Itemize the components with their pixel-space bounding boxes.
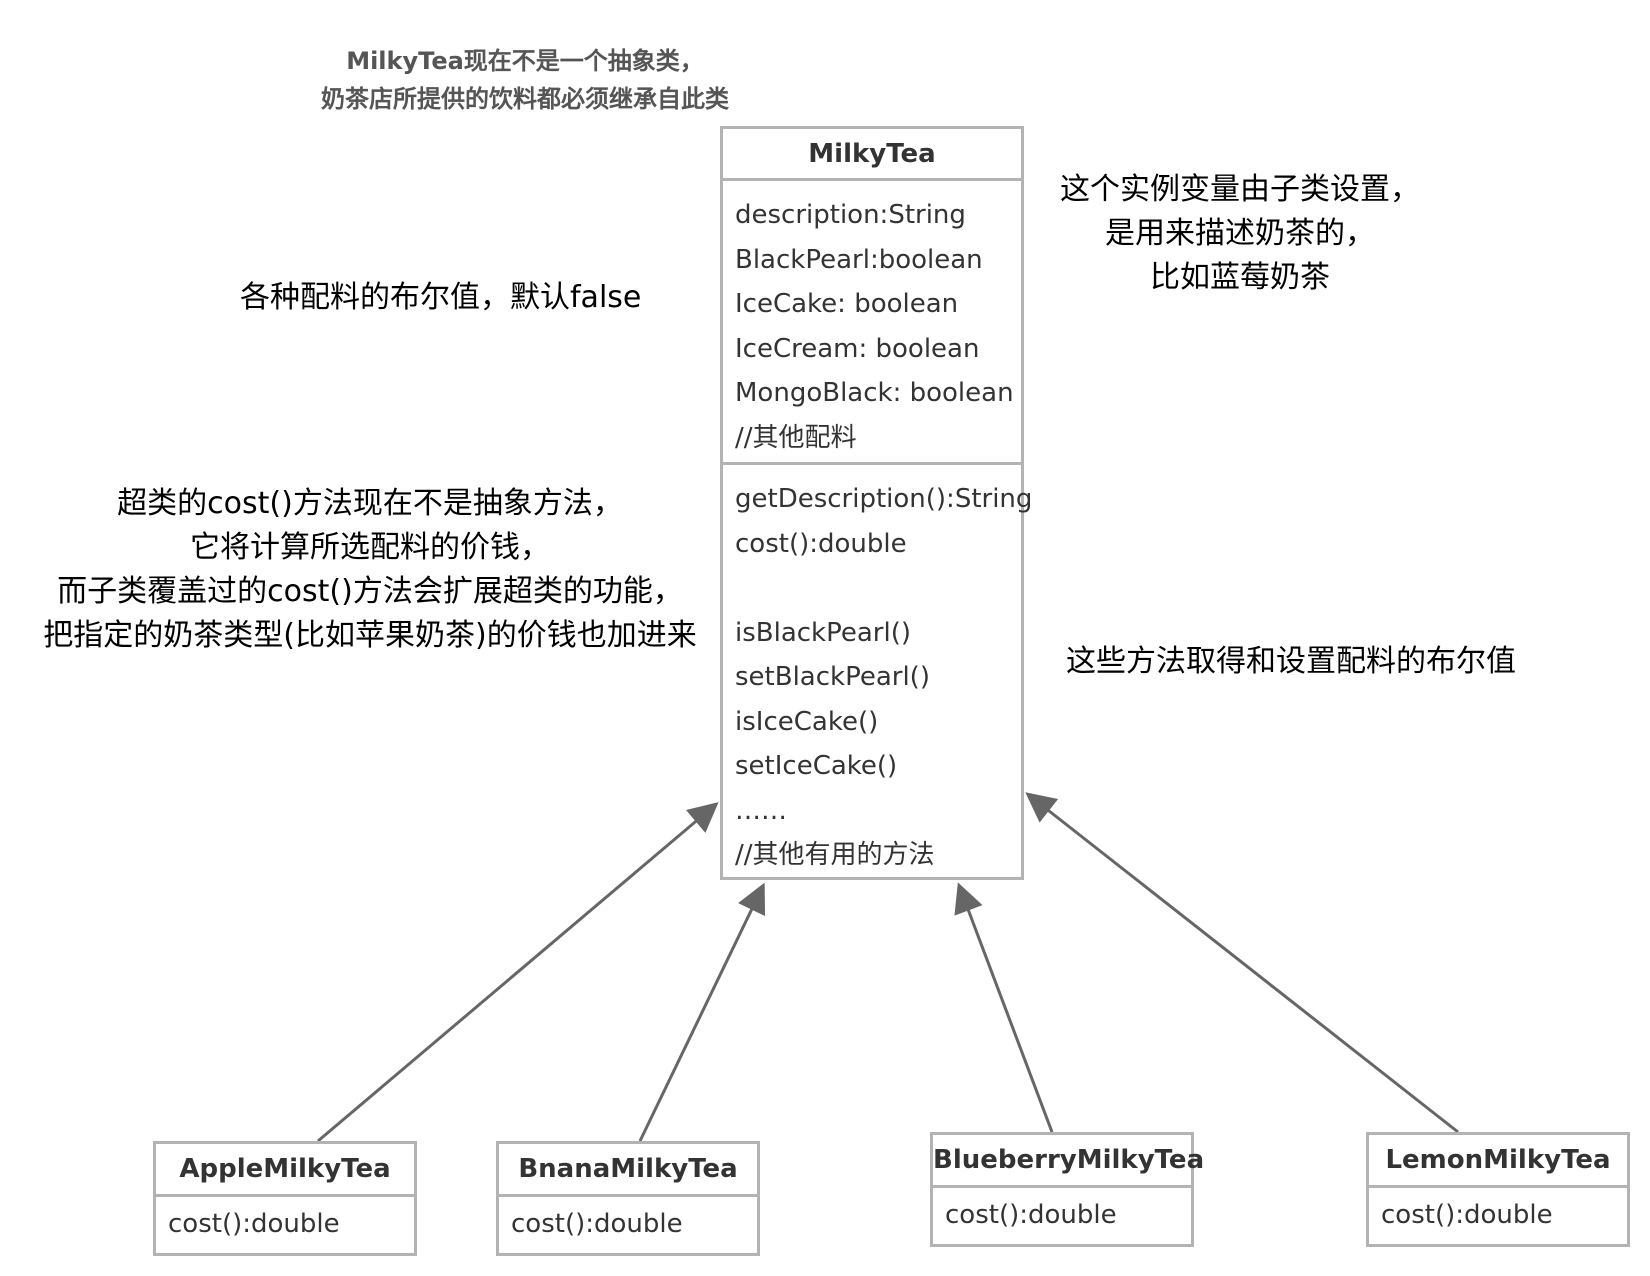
method: getDescription():String bbox=[735, 484, 1033, 514]
class-milkytea[interactable]: MilkyTea description:String BlackPearl:b… bbox=[720, 126, 1033, 880]
note-line: 这些方法取得和设置配料的布尔值 bbox=[1066, 644, 1516, 679]
method: setBlackPearl() bbox=[735, 662, 930, 692]
class-name: BnanaMilkyTea bbox=[499, 1144, 757, 1197]
method: setIceCake() bbox=[735, 751, 898, 781]
note-line: 把指定的奶茶类型(比如苹果奶茶)的价钱也加进来 bbox=[43, 618, 697, 653]
attribute: IceCream: boolean bbox=[735, 333, 980, 364]
note-line: MilkyTea现在不是一个抽象类， bbox=[346, 47, 704, 75]
note-line: 这个实例变量由子类设置， bbox=[1060, 172, 1420, 207]
arrow-blueberry-to-milkytea bbox=[954, 882, 1054, 1133]
note-line: 是用来描述奶茶的， bbox=[1105, 216, 1375, 251]
attribute: //其他配料 bbox=[735, 422, 857, 453]
class-name: LemonMilkyTea bbox=[1369, 1135, 1627, 1188]
method: cost():double bbox=[511, 1209, 683, 1239]
attribute: MongoBlack: boolean bbox=[735, 378, 1014, 408]
note-line: 奶茶店所提供的饮料都必须继承自此类 bbox=[321, 85, 729, 113]
class-bnanamilkytea[interactable]: BnanaMilkyTea cost():double bbox=[496, 1141, 760, 1256]
note-line: 超类的cost()方法现在不是抽象方法， bbox=[117, 486, 623, 521]
attribute: BlackPearl:boolean bbox=[735, 244, 983, 275]
class-name: MilkyTea bbox=[723, 129, 1021, 181]
class-blueberrymilkytea[interactable]: BlueberryMilkyTea cost():double bbox=[930, 1132, 1204, 1247]
class-lemonmilkytea[interactable]: LemonMilkyTea cost():double bbox=[1366, 1132, 1630, 1247]
note-superclass: MilkyTea现在不是一个抽象类， 奶茶店所提供的饮料都必须继承自此类 bbox=[290, 42, 760, 118]
arrow-apple-to-milkytea bbox=[317, 802, 719, 1143]
note-booleans: 各种配料的布尔值，默认false bbox=[240, 276, 680, 320]
note-getter-setter-methods: 这些方法取得和设置配料的布尔值 bbox=[1066, 640, 1586, 684]
class-name: AppleMilkyTea bbox=[156, 1144, 414, 1197]
note-cost-method: 超类的cost()方法现在不是抽象方法， 它将计算所选配料的价钱， 而子类覆盖过… bbox=[20, 482, 720, 658]
arrow-lemon-to-milkytea bbox=[1025, 792, 1459, 1134]
note-line: 而子类覆盖过的cost()方法会扩展超类的功能， bbox=[57, 574, 683, 609]
note-line: 比如蓝莓奶茶 bbox=[1150, 260, 1330, 295]
method: //其他有用的方法 bbox=[735, 840, 935, 870]
method: isBlackPearl() bbox=[735, 617, 911, 648]
note-line: 它将计算所选配料的价钱， bbox=[190, 530, 550, 565]
method: …… bbox=[735, 795, 787, 826]
method: cost():double bbox=[168, 1209, 340, 1239]
methods-section: getDescription():String cost():double is… bbox=[723, 465, 1033, 878]
attribute: IceCake: boolean bbox=[735, 289, 959, 319]
attributes-section: description:String BlackPearl:boolean Ic… bbox=[723, 181, 1021, 465]
method-spacer bbox=[735, 566, 1021, 611]
method: isIceCake() bbox=[735, 706, 879, 737]
note-instance-variable: 这个实例变量由子类设置， 是用来描述奶茶的， 比如蓝莓奶茶 bbox=[1050, 168, 1430, 300]
method: cost():double bbox=[735, 528, 907, 559]
attribute: description:String bbox=[735, 200, 966, 230]
method: cost():double bbox=[945, 1200, 1117, 1230]
method: cost():double bbox=[1381, 1200, 1553, 1230]
class-name: BlueberryMilkyTea bbox=[933, 1135, 1204, 1188]
note-line: 各种配料的布尔值，默认false bbox=[240, 280, 642, 315]
class-applemilkytea[interactable]: AppleMilkyTea cost():double bbox=[153, 1141, 417, 1256]
arrow-bnana-to-milkytea bbox=[638, 882, 766, 1142]
